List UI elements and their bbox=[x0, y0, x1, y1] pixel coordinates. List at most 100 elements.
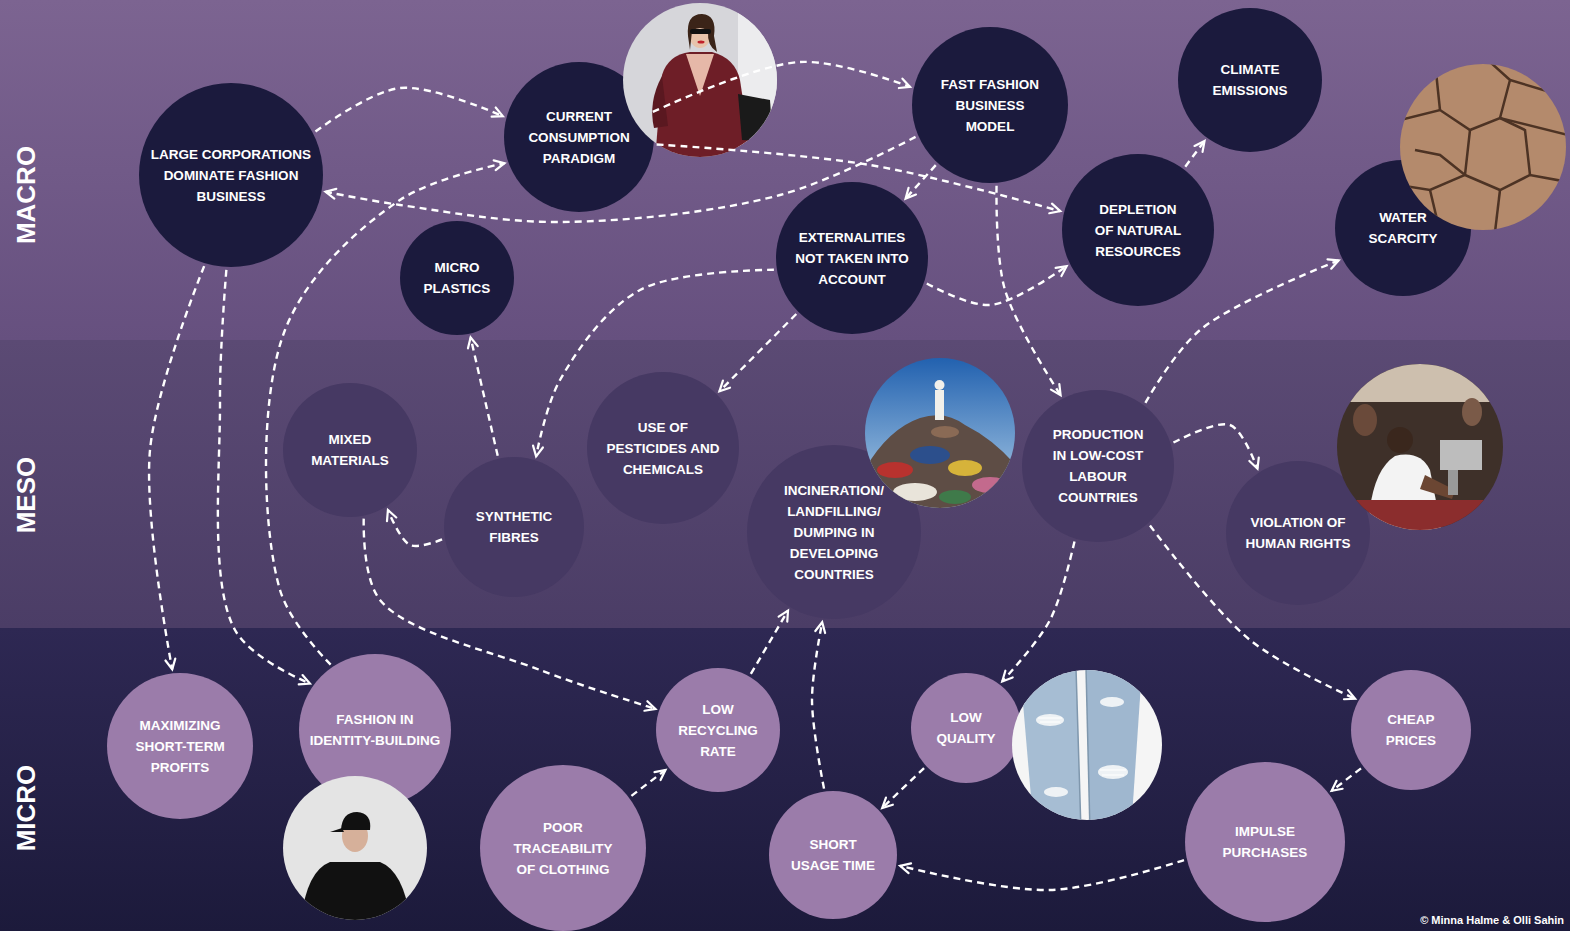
photo-young-man-shape bbox=[342, 820, 368, 852]
photo-garment-workers-shape bbox=[1420, 475, 1455, 499]
copyright-note: © Minna Halme & Olli Sahin bbox=[1420, 914, 1564, 926]
issue-label: IMPULSE PURCHASES bbox=[1219, 821, 1311, 863]
photo-ripped-jeans-shape bbox=[1102, 774, 1124, 775]
issue-circle: USE OF PESTICIDES AND CHEMICALS bbox=[587, 372, 739, 524]
level-band: MACROLARGE CORPORATIONS DOMINATE FASHION… bbox=[0, 0, 1570, 340]
causal-arrow bbox=[657, 144, 1061, 211]
issue-circle: MAXIMIZING SHORT-TERM PROFITS bbox=[107, 673, 253, 819]
causal-arrow bbox=[364, 519, 656, 709]
level-label: MESO bbox=[11, 457, 41, 534]
photo-clothes-dump-shape bbox=[972, 477, 1008, 493]
photo-clothes-dump-shape bbox=[862, 355, 1018, 511]
issue-circle: SYNTHETIC FIBRES bbox=[444, 457, 584, 597]
photo-cracked-earth-shape bbox=[1465, 175, 1568, 190]
photo-ripped-jeans-shape bbox=[1044, 787, 1068, 797]
causal-arrow bbox=[631, 770, 665, 796]
causal-arrow bbox=[536, 270, 774, 457]
issue-circle: MICRO PLASTICS bbox=[400, 221, 514, 335]
photo-young-man-shape bbox=[300, 862, 412, 931]
photo-clothes-dump-shape bbox=[893, 483, 937, 501]
causal-arrow bbox=[900, 860, 1184, 890]
photo-ripped-jeans-shape bbox=[1100, 697, 1124, 707]
photo-clothes-dump-shape bbox=[935, 380, 945, 390]
causal-arrow bbox=[882, 768, 924, 808]
issue-circle: SHORT USAGE TIME bbox=[769, 791, 897, 919]
causal-arrow bbox=[1002, 541, 1074, 681]
causal-arrow bbox=[149, 266, 204, 669]
issue-circle: FAST FASHION BUSINESS MODEL bbox=[912, 27, 1068, 183]
causal-arrow bbox=[927, 266, 1067, 305]
photo-ripped-jeans-shape bbox=[1100, 769, 1126, 770]
photo-garment-workers-shape bbox=[1387, 427, 1413, 453]
level-label: MICRO bbox=[11, 765, 41, 852]
photo-cracked-earth-shape bbox=[1495, 190, 1500, 232]
causal-arrow bbox=[1332, 768, 1361, 791]
photo-clothes-dump-shape bbox=[877, 462, 913, 478]
photo-ripped-jeans-shape bbox=[1020, 668, 1081, 832]
band-label-holder: MESO bbox=[11, 425, 41, 565]
issue-label: CURRENT CONSUMPTION PARADIGM bbox=[524, 106, 634, 169]
issue-label: SYNTHETIC FIBRES bbox=[469, 506, 559, 548]
photo-cracked-earth-shape bbox=[1500, 118, 1530, 175]
causal-arrow bbox=[812, 622, 824, 788]
causal-arrow bbox=[1173, 424, 1257, 468]
causal-arrow bbox=[996, 186, 1060, 396]
issue-label: MAXIMIZING SHORT-TERM PROFITS bbox=[132, 715, 228, 778]
photo-garment-workers-shape bbox=[1368, 455, 1442, 532]
issue-circle: CHEAP PRICES bbox=[1351, 670, 1471, 790]
issue-circle: IMPULSE PURCHASES bbox=[1185, 762, 1345, 922]
causal-arrow bbox=[388, 510, 442, 546]
photo-cracked-earth bbox=[1398, 62, 1568, 232]
band-label-holder: MICRO bbox=[11, 738, 41, 878]
photo-ripped-jeans-shape bbox=[1076, 668, 1081, 832]
issue-label: SHORT USAGE TIME bbox=[788, 834, 878, 876]
photo-shopper-shape bbox=[655, 52, 752, 160]
issue-label: VIOLATION OF HUMAN RIGHTS bbox=[1243, 512, 1353, 554]
photo-young-man bbox=[281, 774, 429, 931]
photo-clothes-dump bbox=[860, 355, 1020, 515]
issue-label: USE OF PESTICIDES AND CHEMICALS bbox=[603, 417, 723, 480]
causal-arrow bbox=[906, 165, 936, 198]
photo-shopper bbox=[620, 0, 783, 160]
causal-arrow bbox=[471, 337, 498, 455]
issue-label: PRODUCTION IN LOW-COST LABOUR COUNTRIES bbox=[1049, 424, 1147, 508]
photo-garment-workers-shape bbox=[1448, 470, 1458, 495]
causal-arrow bbox=[653, 62, 910, 112]
photo-ripped-jeans-shape bbox=[1010, 668, 1166, 824]
issue-label: MIXED MATERIALS bbox=[305, 429, 395, 471]
photo-garment-workers-shape bbox=[1335, 362, 1507, 534]
issue-label: WATER SCARCITY bbox=[1358, 207, 1448, 249]
causal-arrow bbox=[326, 137, 916, 222]
issue-label: CLIMATE EMISSIONS bbox=[1200, 59, 1300, 101]
photo-shopper-shape bbox=[652, 76, 668, 128]
photo-cracked-earth-shape bbox=[1398, 62, 1568, 232]
issue-circle: VIOLATION OF HUMAN RIGHTS bbox=[1226, 461, 1370, 605]
issue-label: EXTERNALITIES NOT TAKEN INTO ACCOUNT bbox=[792, 227, 912, 290]
issue-circle: FASHION IN IDENTITY-BUILDING bbox=[299, 654, 451, 806]
photo-clothes-dump-shape bbox=[931, 426, 959, 438]
photo-cracked-earth-shape bbox=[1415, 150, 1465, 175]
issue-circle: WATER SCARCITY bbox=[1335, 160, 1471, 296]
photo-garment-workers bbox=[1335, 362, 1507, 534]
photo-cracked-earth-shape bbox=[1510, 80, 1550, 92]
issue-circle: DEPLETION OF NATURAL RESOURCES bbox=[1062, 154, 1214, 306]
issue-circle: LOW QUALITY bbox=[911, 673, 1021, 783]
issue-label: POOR TRACEABILITY OF CLOTHING bbox=[511, 817, 615, 880]
issue-label: LOW RECYCLING RATE bbox=[675, 699, 761, 762]
causal-arrow bbox=[315, 88, 502, 132]
photo-shopper-shape bbox=[689, 20, 711, 48]
issue-label: DEPLETION OF NATURAL RESOURCES bbox=[1091, 199, 1185, 262]
level-label: MACRO bbox=[11, 146, 41, 244]
issue-label: FAST FASHION BUSINESS MODEL bbox=[936, 74, 1044, 137]
photo-shopper-shape bbox=[688, 14, 717, 52]
photo-ripped-jeans-shape bbox=[1098, 765, 1128, 779]
level-band: MICRO MAXIMIZING SHORT-TERM PROFITS FASHIO… bbox=[0, 628, 1570, 931]
photo-garment-workers-shape bbox=[1440, 440, 1482, 470]
photo-shopper-shape bbox=[738, 94, 773, 142]
causal-arrow bbox=[1185, 141, 1204, 167]
photo-garment-workers-shape bbox=[1353, 404, 1377, 436]
photo-ripped-jeans-shape bbox=[1036, 714, 1064, 726]
issue-circle: MIXED MATERIALS bbox=[283, 383, 417, 517]
